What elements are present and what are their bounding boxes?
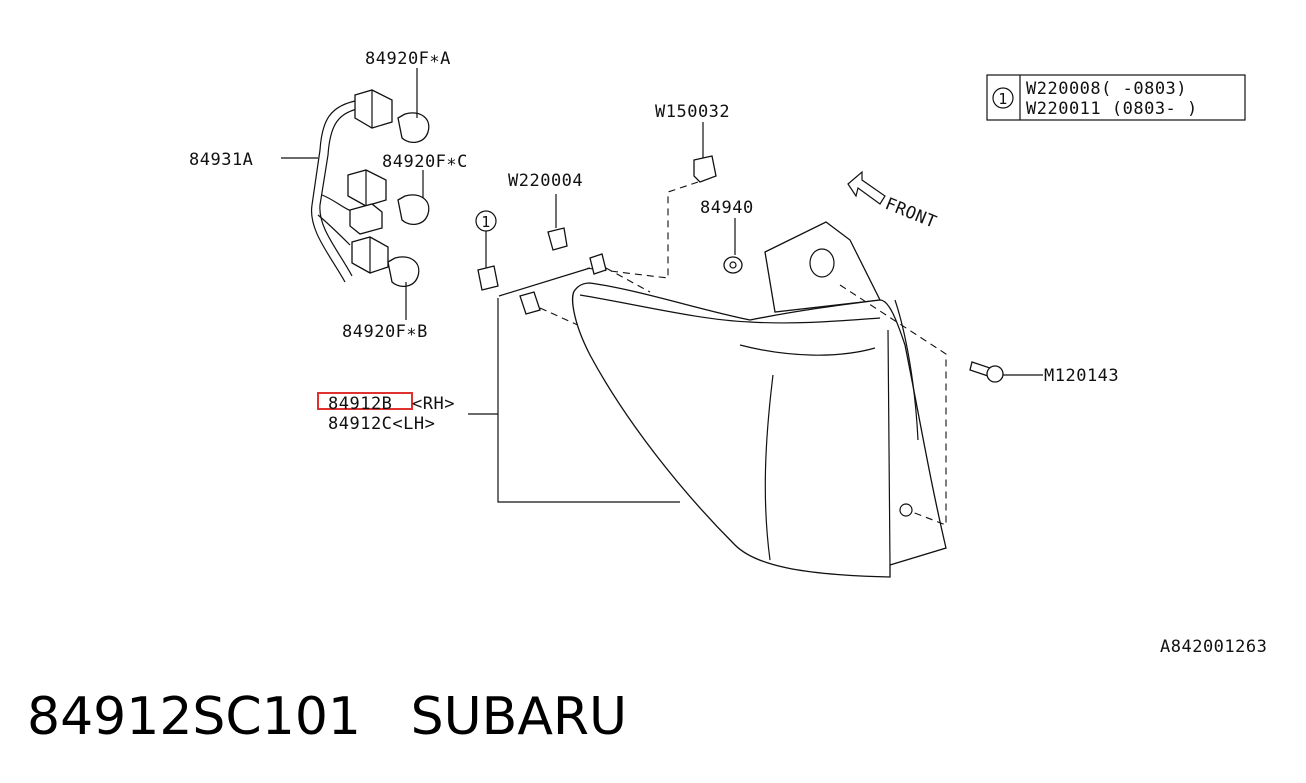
label-washer[interactable]: 84940 [700, 198, 754, 218]
bolt-m120143 [969, 361, 1043, 383]
label-lamp-lh[interactable]: 84912C<LH> [328, 414, 435, 434]
brand-name: SUBARU [410, 687, 628, 747]
callout-1 [475, 210, 591, 327]
part-title: 84912SC101 SUBARU [27, 682, 627, 752]
nut-w150032 [584, 122, 717, 279]
label-lamp-rh-side: <RH> [412, 394, 455, 414]
label-clip[interactable]: W220004 [508, 171, 583, 191]
harness-assembly [310, 89, 430, 287]
tail-lamp [572, 221, 947, 578]
label-bulb-b[interactable]: 84920F∗B [342, 322, 428, 342]
legend-row-2: W220011 (0803- ) [1026, 99, 1198, 119]
part-number: 84912SC101 [27, 687, 361, 747]
legend-marker: 1 [998, 90, 1008, 108]
bracket-lamp [468, 298, 680, 503]
label-harness[interactable]: 84931A [189, 150, 253, 170]
label-front: FRONT [882, 194, 939, 233]
washer-84940 [723, 218, 743, 274]
clip-w220004 [547, 194, 651, 293]
legend-box: 1 W220008( -0803) W220011 (0803- ) [986, 74, 1246, 121]
label-bulb-a[interactable]: 84920F∗A [365, 49, 451, 69]
label-lamp-rh[interactable]: 84912B [328, 394, 392, 414]
front-arrow [847, 170, 886, 205]
label-nut-top[interactable]: W150032 [655, 102, 730, 122]
highlight-box [317, 392, 413, 410]
label-bolt[interactable]: M120143 [1044, 366, 1119, 386]
figure-code: A842001263 [1160, 637, 1267, 657]
legend-row-1: W220008( -0803) [1026, 79, 1187, 99]
callout-marker: 1 [481, 213, 491, 231]
label-bulb-c[interactable]: 84920F∗C [382, 152, 468, 172]
